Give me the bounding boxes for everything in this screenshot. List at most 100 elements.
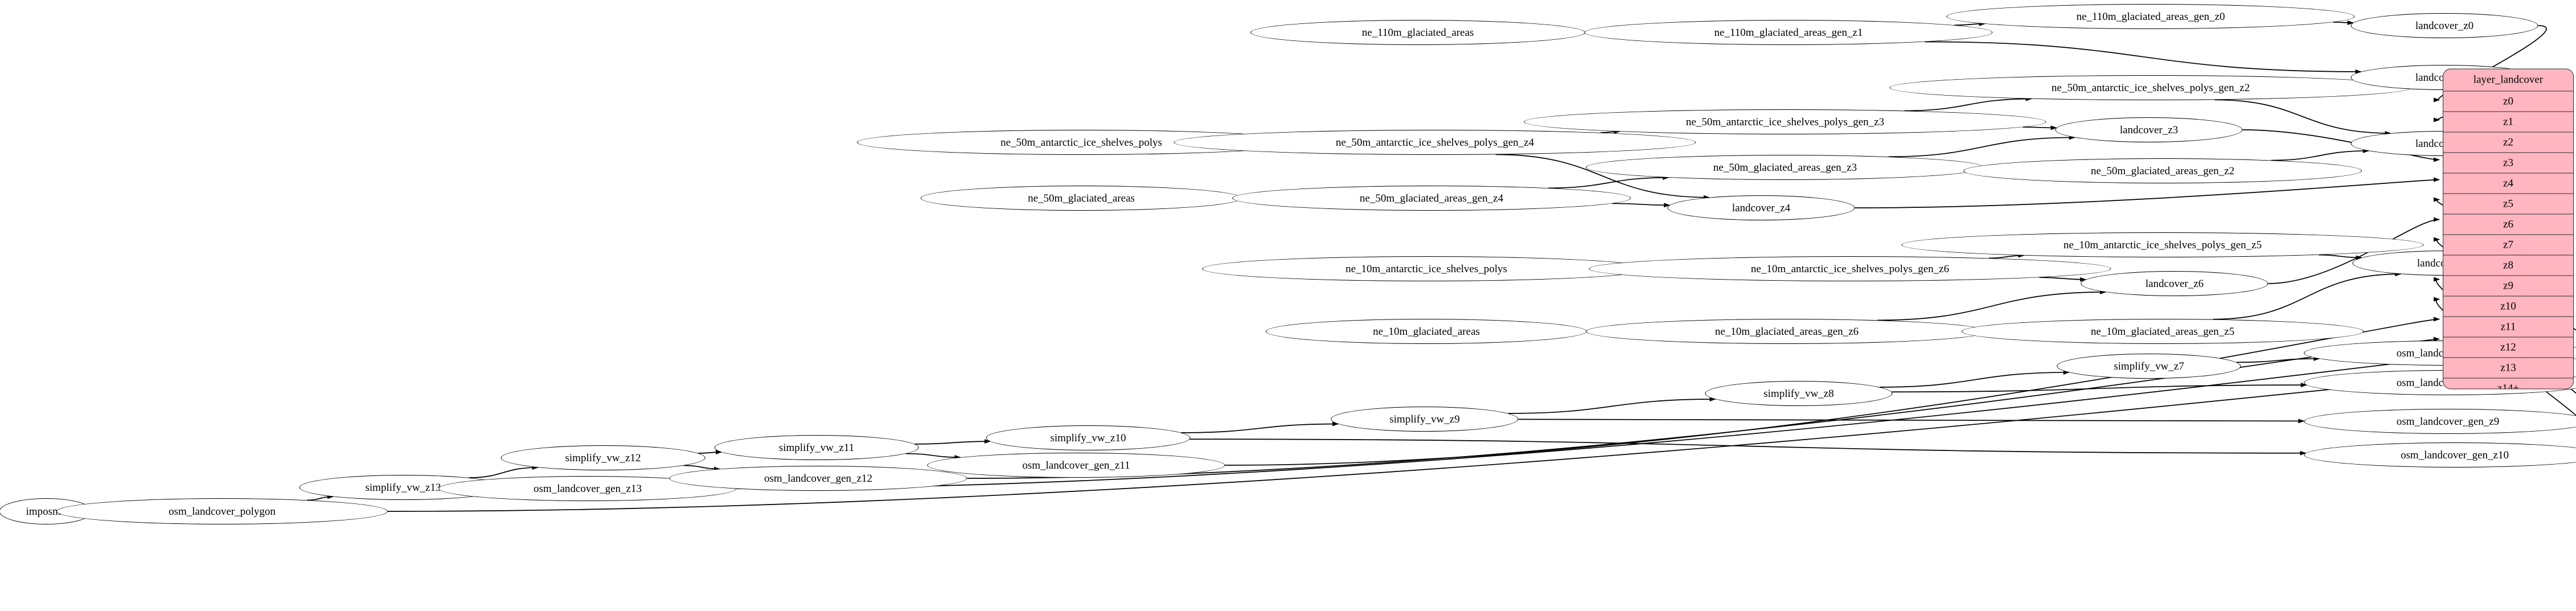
- graph-node-label: ne_110m_glaciated_areas_gen_z1: [1714, 26, 1863, 39]
- graph-edge: [2319, 254, 2362, 260]
- graph-node-ne_50m_glaciated_areas_gen_z2[interactable]: ne_50m_glaciated_areas_gen_z2: [1963, 158, 2362, 183]
- graph-node-landcover_z3[interactable]: landcover_z3: [2055, 117, 2243, 142]
- graph-edge: [1518, 419, 2305, 424]
- graph-node-ne_50m_glaciated_areas_gen_z3[interactable]: ne_50m_glaciated_areas_gen_z3: [1586, 155, 1984, 180]
- graph-node-landcover_z0[interactable]: landcover_z0: [2351, 13, 2538, 38]
- graph-edge: [1904, 96, 2032, 112]
- graph-node-ne_50m_glaciated_areas[interactable]: ne_50m_glaciated_areas: [920, 186, 1242, 211]
- graph-node-ne_110m_glaciated_areas_gen_z0[interactable]: ne_110m_glaciated_areas_gen_z0: [1946, 4, 2355, 29]
- graph-node-label: ne_10m_glaciated_areas_gen_z6: [1714, 325, 1859, 338]
- table-row[interactable]: z7: [2443, 235, 2573, 255]
- graph-node-ne_10m_glaciated_areas[interactable]: ne_10m_glaciated_areas: [1265, 319, 1588, 344]
- graph-node-label: ne_110m_glaciated_areas_gen_z0: [2076, 10, 2225, 23]
- table-row[interactable]: z3: [2443, 153, 2573, 173]
- graph-node-ne_110m_glaciated_areas[interactable]: ne_110m_glaciated_areas: [1250, 20, 1585, 45]
- graph-edge: [1855, 177, 2440, 208]
- table-row[interactable]: z5: [2443, 194, 2573, 214]
- graph-edge: [1925, 41, 2362, 74]
- graph-edge: [2333, 20, 2354, 26]
- graph-node-simplify_vw_z10[interactable]: simplify_vw_z10: [986, 425, 1191, 450]
- graph-node-label: landcover_z4: [1732, 202, 1791, 214]
- table-row[interactable]: z6: [2443, 214, 2573, 235]
- graph-edge: [1548, 175, 1669, 189]
- graph-node-label: ne_50m_antarctic_ice_shelves_polys_gen_z…: [1685, 116, 1885, 128]
- table-row[interactable]: z8: [2443, 255, 2573, 276]
- graph-edge: [1988, 253, 2025, 259]
- graph-node-ne_10m_glaciated_areas_gen_z5[interactable]: ne_10m_glaciated_areas_gen_z5: [1962, 319, 2364, 344]
- graph-edge: [469, 465, 539, 478]
- graph-node-label: ne_10m_glaciated_areas_gen_z5: [2090, 325, 2235, 338]
- graph-edge: [2213, 272, 2402, 320]
- graph-edge: [1877, 289, 2107, 321]
- graph-node-label: ne_110m_glaciated_areas: [1361, 26, 1474, 39]
- graph-node-simplify_vw_z7[interactable]: simplify_vw_z7: [2057, 354, 2241, 379]
- graph-node-ne_10m_antarctic_ice_shelves_polys_gen_z5[interactable]: ne_10m_antarctic_ice_shelves_polys_gen_z…: [1901, 232, 2424, 257]
- graph-node-osm_landcover_gen_z11[interactable]: osm_landcover_gen_z11: [927, 453, 1225, 478]
- graph-edge: [2271, 148, 2369, 161]
- graph-node-label: simplify_vw_z11: [778, 441, 855, 454]
- table-row[interactable]: z12: [2443, 337, 2573, 358]
- graph-edge: [2023, 125, 2057, 130]
- graph-edge: [905, 453, 961, 460]
- table-row[interactable]: z10: [2443, 296, 2573, 317]
- table-row[interactable]: z14+: [2497, 382, 2520, 389]
- graph-node-osm_landcover_gen_z9[interactable]: osm_landcover_gen_z9: [2304, 409, 2576, 434]
- graph-edge: [1181, 421, 1339, 433]
- graph-node-label: osm_landcover_polygon: [169, 505, 276, 518]
- graph-edge: [2236, 356, 2320, 363]
- graph-node-label: ne_10m_glaciated_areas: [1373, 325, 1480, 338]
- graph-node-label: imposm3: [26, 505, 67, 518]
- graph-node-label: simplify_vw_z9: [1389, 413, 1460, 425]
- graph-node-ne_50m_antarctic_ice_shelves_polys_gen_z2[interactable]: ne_50m_antarctic_ice_shelves_polys_gen_z…: [1889, 75, 2412, 100]
- graph-node-ne_10m_antarctic_ice_shelves_polys_gen_z6[interactable]: ne_10m_antarctic_ice_shelves_polys_gen_z…: [1589, 256, 2111, 281]
- graph-node-simplify_vw_z12[interactable]: simplify_vw_z12: [501, 445, 705, 470]
- graph-node-ne_10m_glaciated_areas_gen_z6[interactable]: ne_10m_glaciated_areas_gen_z6: [1586, 319, 1988, 344]
- graph-node-label: simplify_vw_z12: [565, 452, 641, 464]
- table-row[interactable]: z2: [2443, 132, 2573, 153]
- graph-node-osm_landcover_gen_z10[interactable]: osm_landcover_gen_z10: [2304, 442, 2576, 468]
- graph-edge: [1495, 154, 1710, 200]
- graph-node-label: ne_50m_glaciated_areas_gen_z4: [1359, 192, 1504, 204]
- table-row[interactable]: z9: [2443, 276, 2573, 296]
- graph-edge: [1888, 135, 2075, 158]
- graph-node-ne_10m_antarctic_ice_shelves_polys[interactable]: ne_10m_antarctic_ice_shelves_polys: [1202, 256, 1651, 281]
- graph-node-label: simplify_vw_z10: [1050, 432, 1126, 444]
- graph-node-simplify_vw_z8[interactable]: simplify_vw_z8: [1705, 381, 1893, 406]
- graph-node-label: osm_landcover_gen_z9: [2396, 415, 2500, 428]
- graph-edge: [736, 356, 2440, 489]
- graph-node-label: landcover_z3: [2119, 124, 2179, 136]
- table-row[interactable]: z4: [2443, 173, 2573, 194]
- graph-node-label: ne_10m_antarctic_ice_shelves_polys: [1346, 263, 1507, 275]
- graph-node-label: landcover_z6: [2145, 277, 2204, 290]
- graph-node-label: ne_10m_antarctic_ice_shelves_polys_gen_z…: [2063, 239, 2262, 251]
- graph-node-ne_110m_glaciated_areas_gen_z1[interactable]: ne_110m_glaciated_areas_gen_z1: [1584, 20, 1993, 45]
- graph-node-label: ne_50m_glaciated_areas_gen_z2: [2090, 165, 2235, 177]
- graph-node-label: simplify_vw_z13: [365, 481, 441, 494]
- graph-node-osm_landcover_gen_z12[interactable]: osm_landcover_gen_z12: [669, 466, 967, 491]
- graph-node-label: osm_landcover_gen_z10: [2401, 449, 2509, 461]
- table-row[interactable]: z13: [2443, 358, 2573, 378]
- graph-edge: [1508, 397, 1716, 414]
- graph-node-osm_landcover_polygon[interactable]: osm_landcover_polygon: [56, 498, 388, 524]
- table-row[interactable]: z1: [2443, 112, 2573, 132]
- graph-node-simplify_vw_z9[interactable]: simplify_vw_z9: [1331, 407, 1519, 432]
- graph-edge: [1892, 383, 2307, 393]
- graph-node-label: ne_10m_antarctic_ice_shelves_polys_gen_z…: [1750, 263, 1950, 275]
- graph-edge: [914, 439, 991, 445]
- table-row[interactable]: z11: [2443, 317, 2573, 337]
- graph-node-label: ne_50m_antarctic_ice_shelves_polys: [1000, 136, 1162, 149]
- graph-node-ne_50m_glaciated_areas_gen_z4[interactable]: ne_50m_glaciated_areas_gen_z4: [1232, 186, 1631, 211]
- graph-node-label: landcover_z0: [2415, 19, 2474, 32]
- graph-edge: [1189, 438, 2307, 456]
- graph-node-label: osm_landcover_gen_z12: [764, 472, 872, 485]
- graph-node-ne_50m_antarctic_ice_shelves_polys_gen_z3[interactable]: ne_50m_antarctic_ice_shelves_polys_gen_z…: [1524, 109, 2046, 134]
- table-row[interactable]: z0: [2443, 91, 2573, 112]
- graph-node-ne_50m_antarctic_ice_shelves_polys_gen_z4[interactable]: ne_50m_antarctic_ice_shelves_polys_gen_z…: [1174, 130, 1696, 155]
- graph-node-imposm3[interactable]: imposm3: [0, 498, 93, 524]
- graph-node-simplify_vw_z11[interactable]: simplify_vw_z11: [714, 435, 919, 460]
- graph-node-landcover_z4[interactable]: landcover_z4: [1667, 195, 1855, 220]
- graph-node-landcover_z6[interactable]: landcover_z6: [2081, 271, 2269, 296]
- graph-node-label: ne_50m_glaciated_areas: [1028, 192, 1135, 204]
- graph-node-label: ne_50m_antarctic_ice_shelves_polys_gen_z…: [1335, 136, 1535, 149]
